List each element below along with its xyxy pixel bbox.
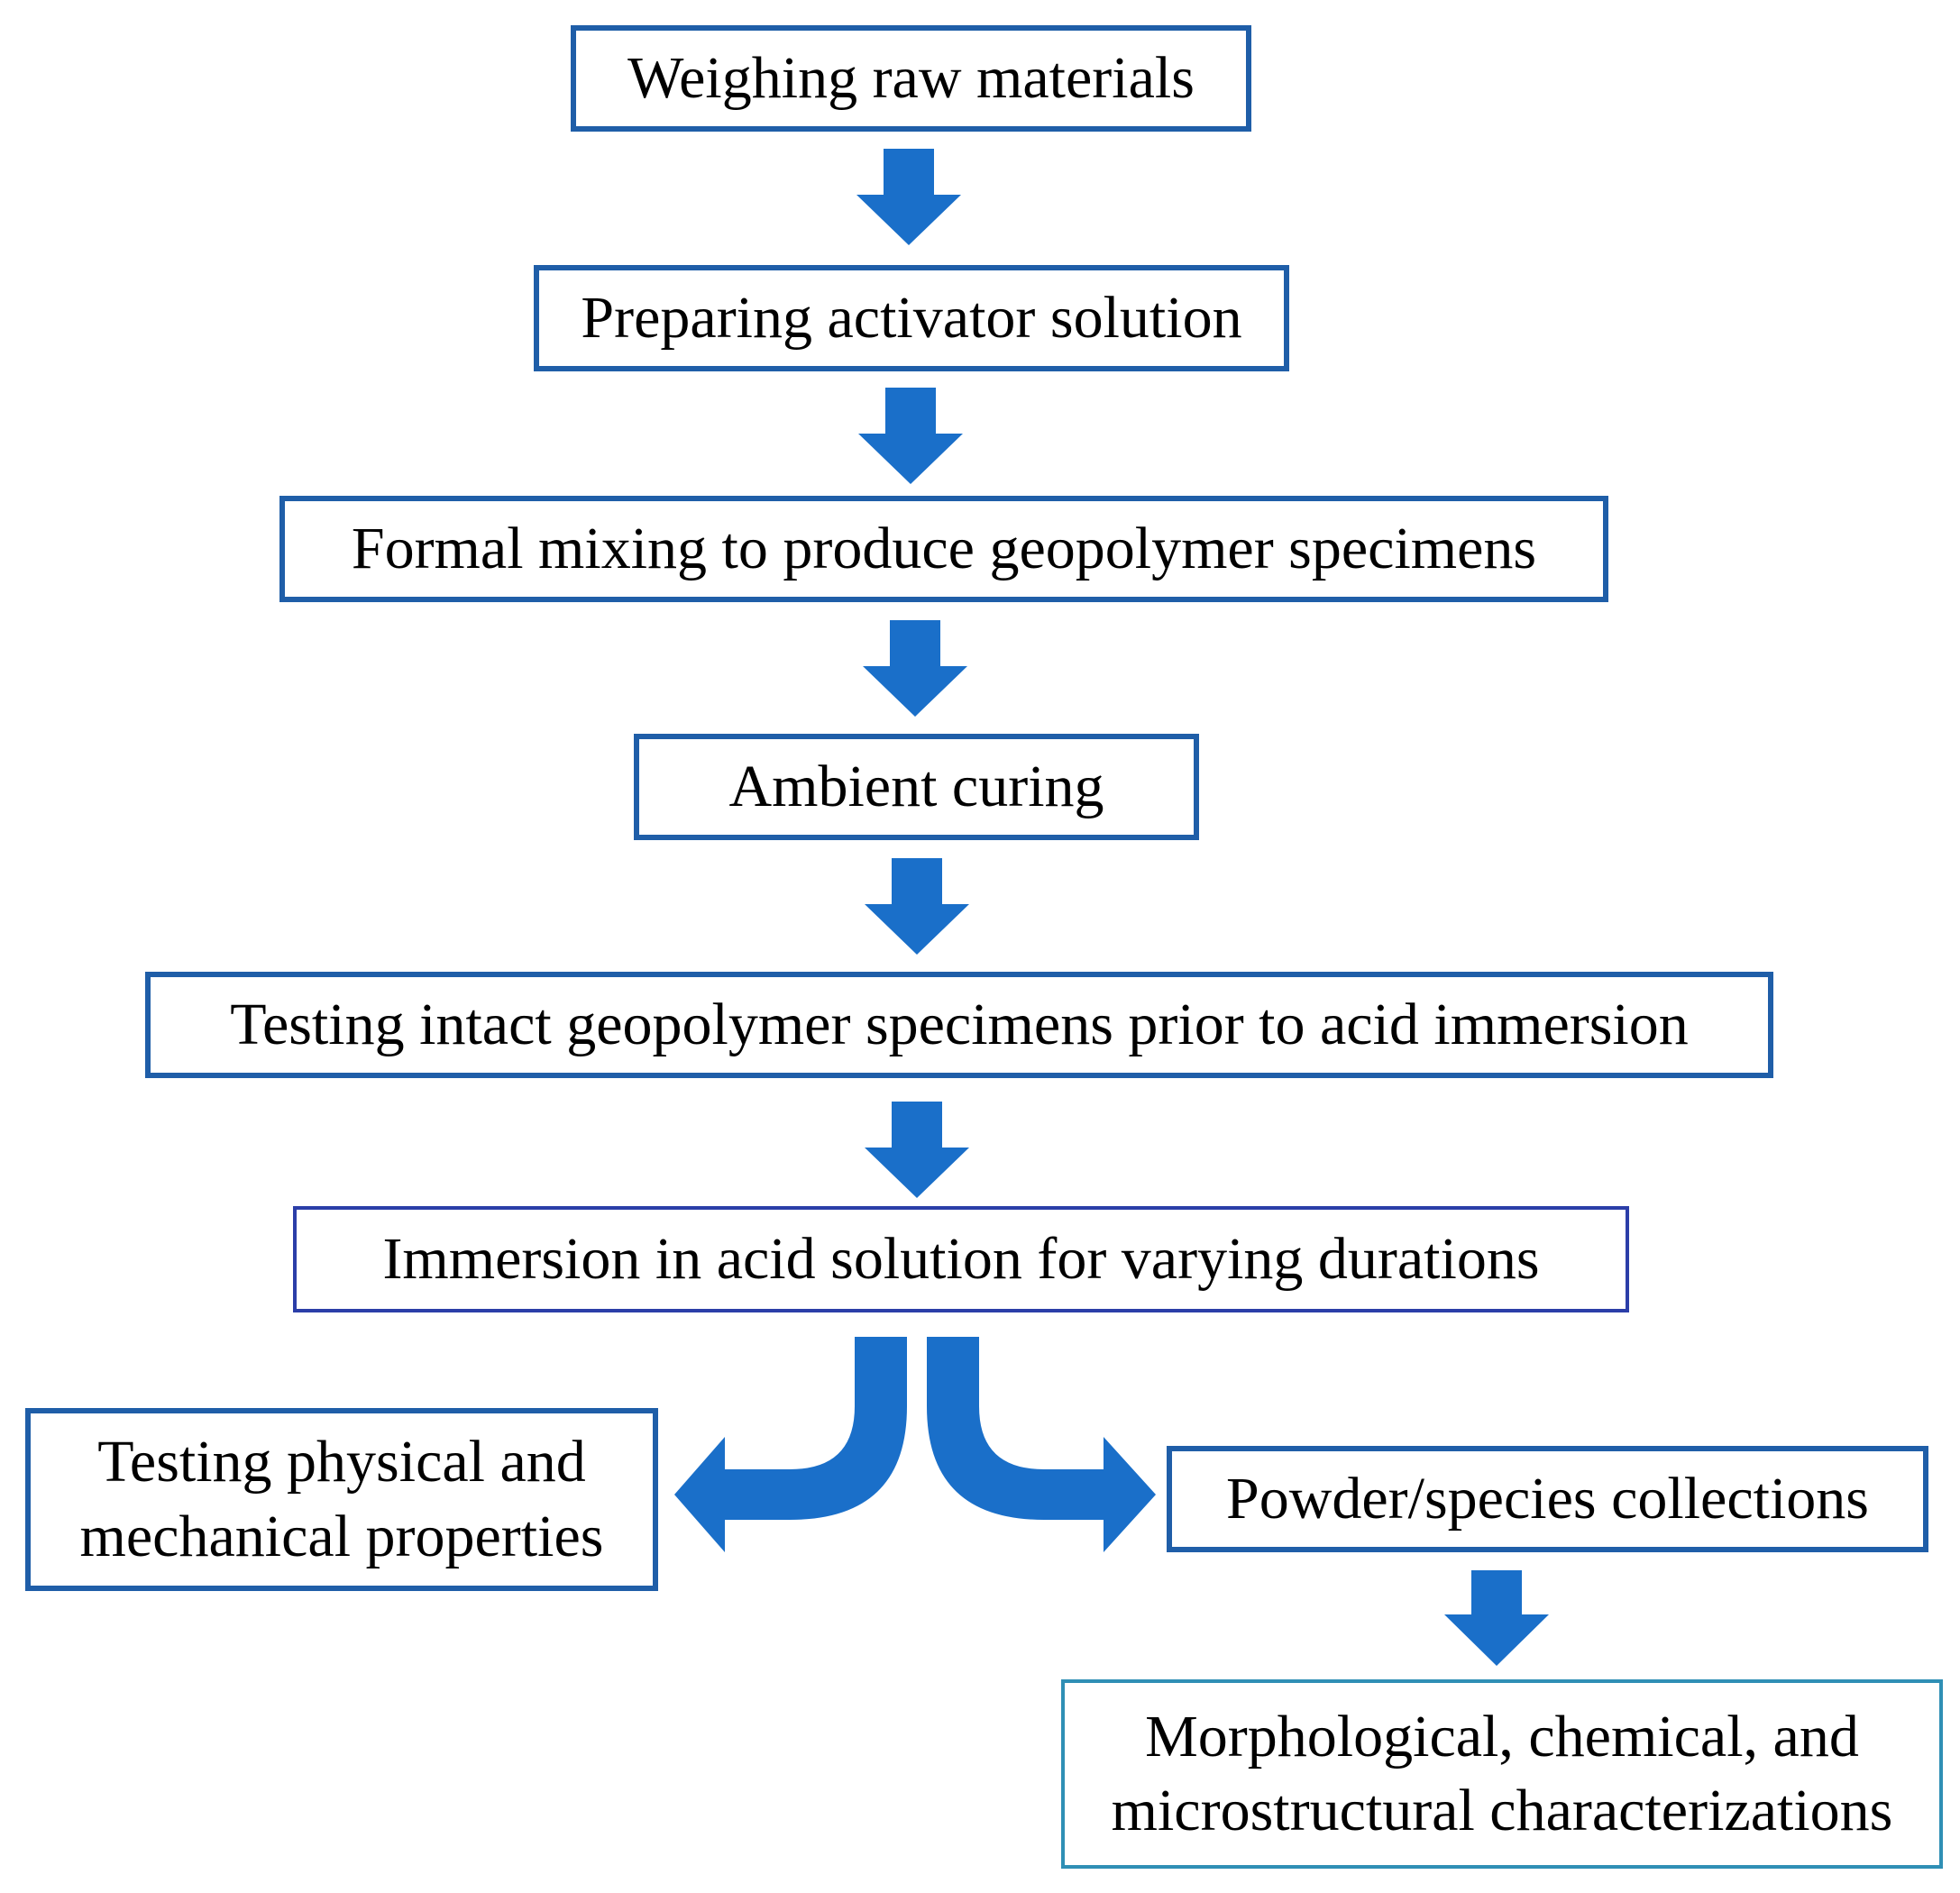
down-arrow-icon bbox=[863, 620, 967, 717]
curved-left-arrow-icon bbox=[674, 1337, 907, 1552]
down-arrow-icon bbox=[858, 388, 963, 484]
down-arrow-icon bbox=[1444, 1570, 1549, 1666]
down-arrow-icon bbox=[865, 858, 969, 955]
step-preparing-activator-solution: Preparing activator solution bbox=[534, 265, 1289, 371]
step-immersion-acid-solution: Immersion in acid solution for varying d… bbox=[293, 1206, 1629, 1312]
down-arrow-icon bbox=[865, 1102, 969, 1198]
step-testing-intact-specimens: Testing intact geopolymer specimens prio… bbox=[145, 972, 1773, 1078]
step-characterizations: Morphological, chemical, and microstruct… bbox=[1061, 1679, 1943, 1869]
down-arrow-icon bbox=[856, 149, 961, 245]
step-weighing-raw-materials: Weighing raw materials bbox=[571, 25, 1251, 132]
curved-right-arrow-icon bbox=[927, 1337, 1156, 1552]
step-ambient-curing: Ambient curing bbox=[634, 734, 1199, 840]
step-testing-physical-mechanical: Testing physical and mechanical properti… bbox=[25, 1408, 658, 1591]
step-formal-mixing: Formal mixing to produce geopolymer spec… bbox=[279, 496, 1608, 602]
step-powder-species-collections: Powder/species collections bbox=[1167, 1446, 1928, 1552]
